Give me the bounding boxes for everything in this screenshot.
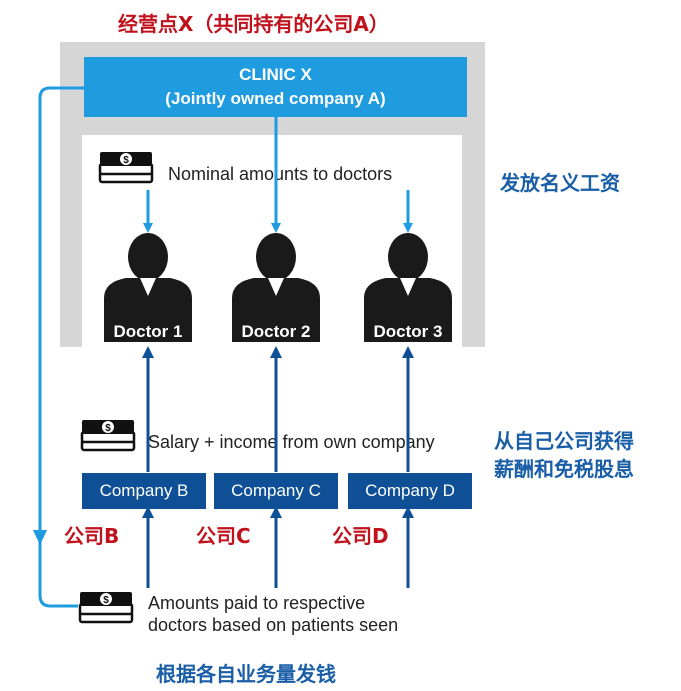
title-cn: 经营点X（共同持有的公司A） [118, 12, 389, 36]
company-b-box: Company B [82, 473, 206, 509]
salary-label: Salary + income from own company [148, 432, 435, 452]
paid-label-line1: Amounts paid to respective [148, 593, 366, 613]
paid-label: Amounts paid to respective doctors based… [148, 592, 398, 636]
company-c-cn: 公司C [196, 524, 251, 548]
doctor-silhouette-icon [232, 233, 320, 342]
doctor-silhouette-icon [364, 233, 452, 342]
loop-arrow-down [33, 530, 47, 545]
doctor-3-label: Doctor 3 [373, 322, 443, 341]
company-d-box: Company D [348, 473, 472, 509]
nominal-label: Nominal amounts to doctors [168, 164, 393, 184]
money-stack-icon: $ [98, 152, 154, 184]
svg-text:$: $ [123, 155, 129, 166]
doctor-silhouette-icon [104, 233, 192, 342]
money-stack-icon: $ [80, 420, 136, 452]
svg-text:$: $ [105, 423, 111, 434]
nominal-cn: 发放名义工资 [500, 171, 620, 195]
bottom-cn: 根据各自业务量发钱 [156, 662, 336, 686]
salary-cn-line1: 从自己公司获得 [494, 429, 634, 453]
loop-line [38, 86, 84, 608]
money-stack-icon: $ [78, 592, 134, 624]
doctor-1-label: Doctor 1 [113, 322, 183, 341]
clinic-subtitle: (Jointly owned company A) [165, 89, 386, 108]
salary-cn-line2: 薪酬和免税股息 [494, 457, 634, 481]
company-c-box: Company C [214, 473, 338, 509]
svg-text:$: $ [103, 595, 109, 606]
paid-label-line2: doctors based on patients seen [148, 615, 399, 635]
company-b-cn: 公司B [64, 524, 120, 548]
doctor-2-label: Doctor 2 [241, 322, 311, 341]
company-d-cn: 公司D [332, 524, 389, 548]
clinic-title: CLINIC X [239, 65, 312, 84]
clinic-x-bar: CLINIC X (Jointly owned company A) [84, 57, 467, 117]
